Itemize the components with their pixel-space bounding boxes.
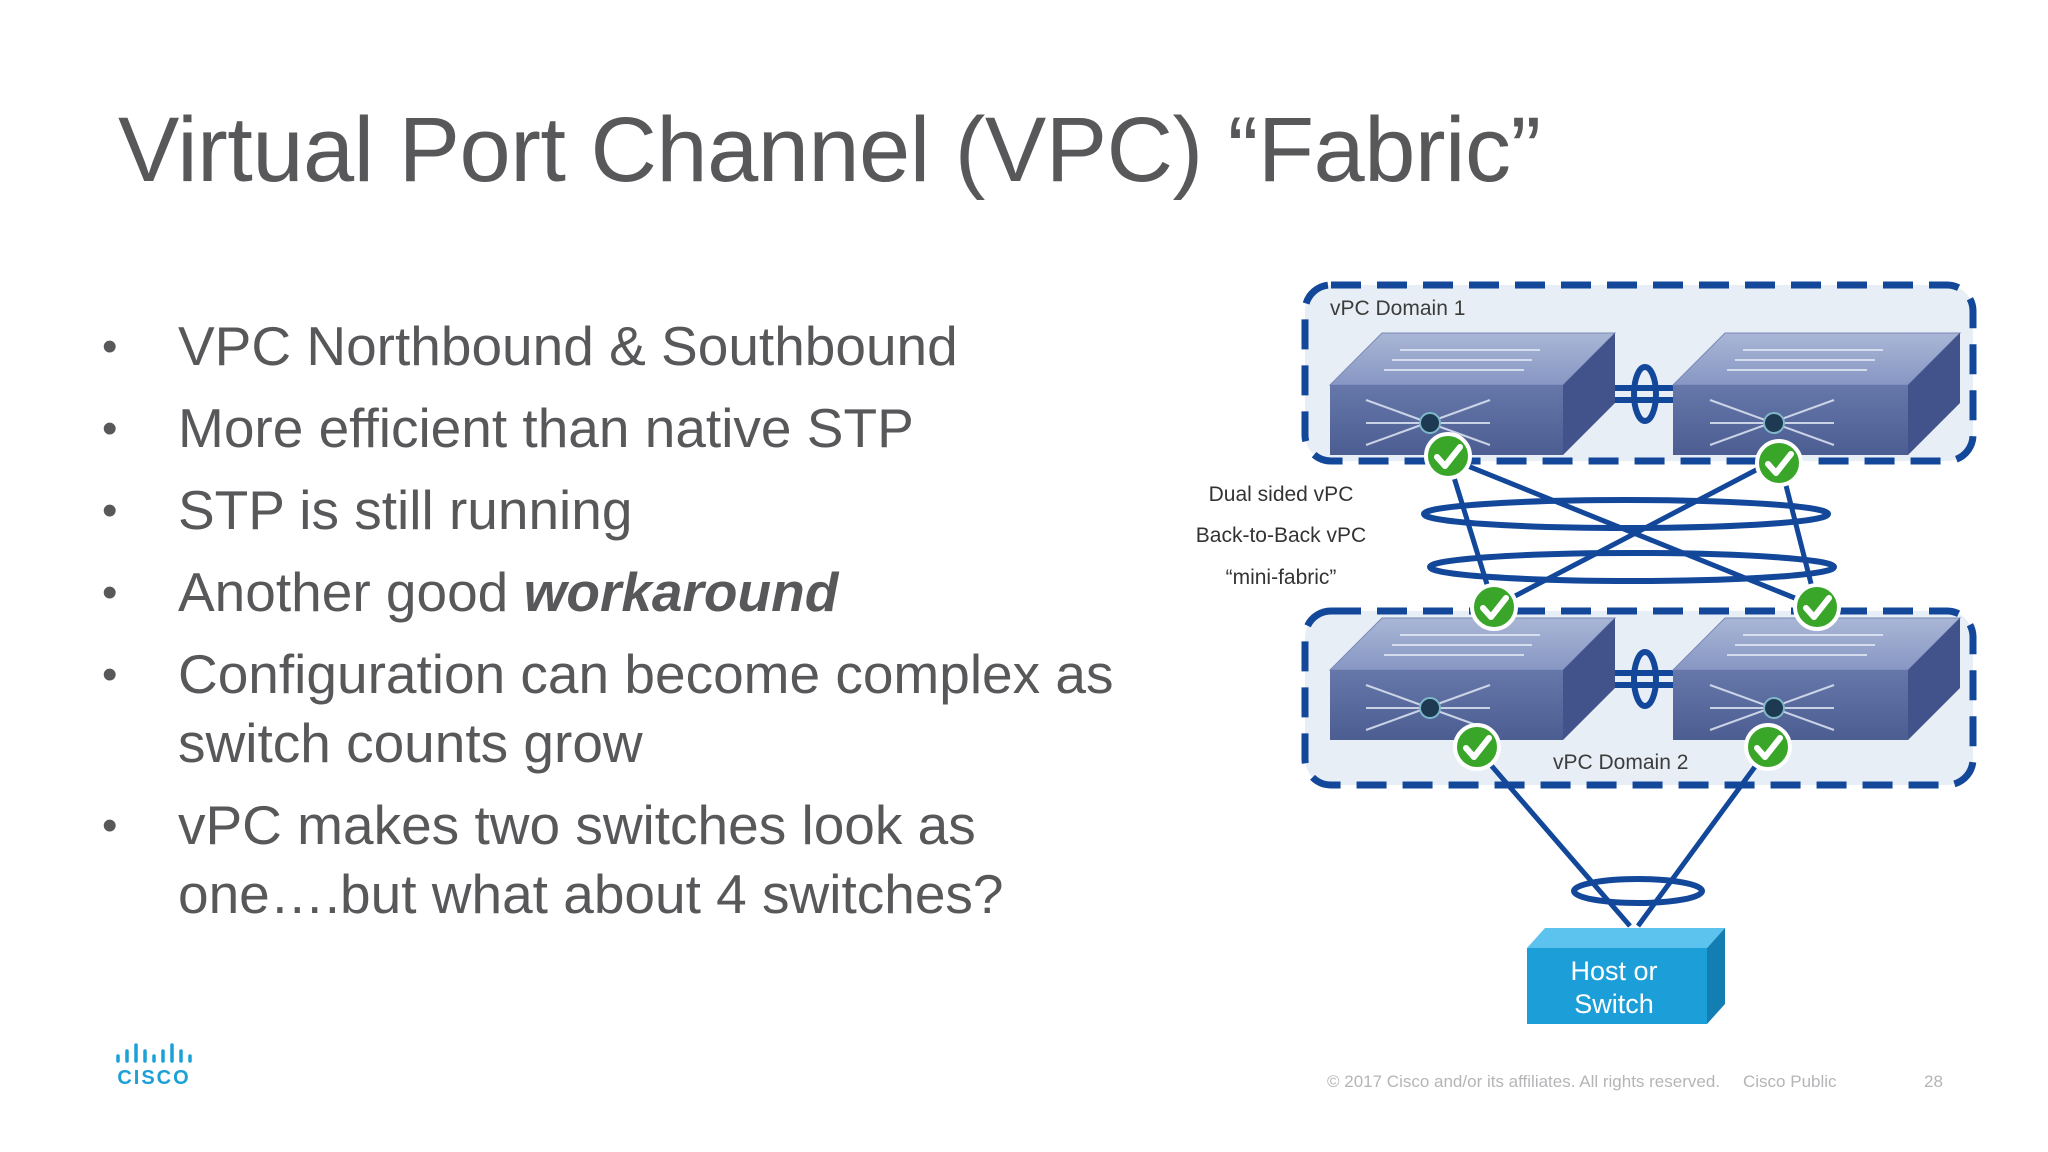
bullet-item: STP is still running: [100, 476, 1180, 545]
check-icon: [1793, 583, 1841, 631]
cisco-logo-text: CISCO: [117, 1067, 190, 1088]
bullet-text: Configuration can become complex as swit…: [178, 643, 1114, 774]
bullet-text: vPC makes two switches look as one….but …: [178, 794, 1004, 925]
check-icon: [1470, 583, 1518, 631]
host-label-line-1: Host or: [1570, 956, 1657, 986]
bullet-text: More efficient than native STP: [178, 397, 914, 459]
classification-text: Cisco Public: [1743, 1072, 1837, 1091]
bullet-text: STP is still running: [178, 479, 633, 541]
switch-icon: [1328, 332, 1617, 455]
bullet-item: VPC Northbound & Southbound: [100, 312, 1180, 381]
bullet-list: VPC Northbound & Southbound More efficie…: [100, 312, 1180, 942]
bullet-text: VPC Northbound & Southbound: [178, 315, 958, 377]
page-number: 28: [1924, 1072, 1943, 1091]
peer-link-domain-2: [1612, 649, 1677, 709]
inter-domain-links: [1445, 455, 1820, 610]
switch-icon: [1328, 617, 1617, 740]
check-icon: [1755, 439, 1803, 487]
vpc-domain-2-label: vPC Domain 2: [1553, 751, 1688, 774]
host-label-line-2: Switch: [1574, 989, 1654, 1019]
peer-link-domain-1: [1612, 364, 1677, 424]
bullet-emphasis: workaround: [523, 561, 839, 623]
cisco-logo-icon: CISCO: [116, 1043, 192, 1088]
vpc-diagram: vPC Domain 1 vPC Domain 2 Dual sided vPC…: [1196, 281, 1977, 1024]
check-icon: [1453, 723, 1501, 771]
vpc-domain-1-label: vPC Domain 1: [1330, 297, 1465, 320]
bullet-item: More efficient than native STP: [100, 394, 1180, 463]
switch-icon: [1671, 332, 1962, 455]
check-icon: [1424, 432, 1472, 480]
bullet-item: vPC makes two switches look as one….but …: [100, 791, 1180, 929]
annotation-mini-fabric: “mini-fabric”: [1226, 566, 1337, 589]
check-icon: [1744, 723, 1792, 771]
host-or-switch-box: [1527, 928, 1725, 1024]
port-channel-ring-upper: [1421, 497, 1831, 531]
host-links: [1475, 747, 1771, 928]
switch-icon: [1671, 617, 1962, 740]
slide-title: Virtual Port Channel (VPC) “Fabric”: [118, 99, 1541, 201]
copyright-text: © 2017 Cisco and/or its affiliates. All …: [1327, 1072, 1721, 1091]
annotation-back-to-back: Back-to-Back vPC: [1196, 524, 1366, 547]
port-channel-ring-lower: [1427, 550, 1837, 584]
bullet-item: Configuration can become complex as swit…: [100, 640, 1180, 778]
bullet-text: Another good: [178, 561, 524, 623]
host-port-channel-ring: [1571, 876, 1705, 906]
bullet-item: Another good workaround: [100, 558, 1180, 627]
annotation-dual-sided: Dual sided vPC: [1209, 483, 1354, 506]
